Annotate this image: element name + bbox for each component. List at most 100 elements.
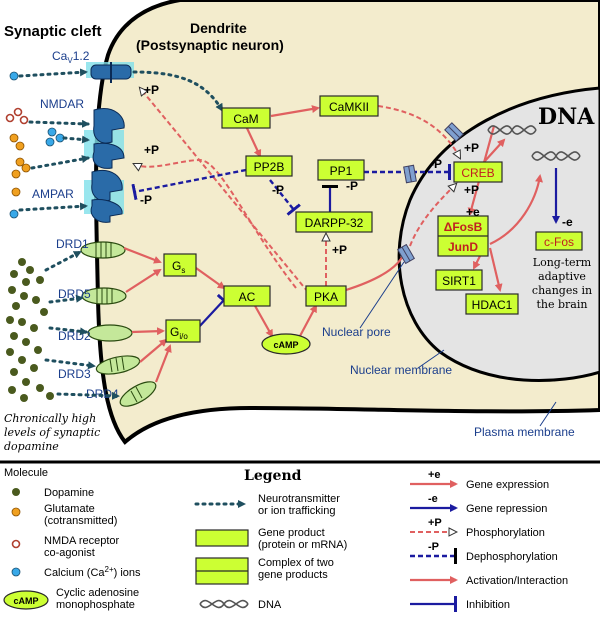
- svg-text:AC: AC: [239, 290, 256, 304]
- svg-text:+e: +e: [428, 469, 441, 481]
- node-cfos: c-Fos: [535, 231, 583, 251]
- svg-text:Cyclic adenosine: Cyclic adenosine: [56, 587, 139, 599]
- legend-phosphorylation: +P Phosphorylation: [410, 517, 545, 539]
- ampar-receptor: [84, 170, 124, 223]
- glutamate-molecules: [9, 133, 31, 197]
- synaptic-cleft-label: Synaptic cleft: [4, 23, 102, 40]
- drd4-receptor: [119, 381, 157, 407]
- svg-text:Long-term: Long-term: [533, 256, 592, 269]
- svg-text:Chronically high: Chronically high: [4, 412, 96, 425]
- svg-text:+P: +P: [428, 517, 442, 529]
- svg-text:+P: +P: [464, 183, 479, 197]
- svg-text:DARPP-32: DARPP-32: [305, 216, 364, 230]
- legend-gene-expression: +e Gene expression: [410, 469, 549, 491]
- chronic-dopamine-note: Chronically high levels of synaptic dopa…: [4, 412, 100, 453]
- nmdar-receptor: [84, 108, 125, 169]
- nucleus: [397, 86, 600, 383]
- node-fosb-jund-complex: ΔFosB JunD: [437, 215, 489, 257]
- cav-label: CaV1.2: [52, 49, 90, 65]
- dna-title: DNA: [538, 104, 595, 130]
- svg-text:-P: -P: [272, 183, 284, 197]
- svg-text:Calcium (Ca2+) ions: Calcium (Ca2+) ions: [44, 565, 141, 579]
- node-camkii: CaMKII: [319, 95, 379, 117]
- svg-text:+e: +e: [466, 205, 480, 219]
- svg-text:JunD: JunD: [448, 240, 478, 254]
- svg-text:changes in: changes in: [532, 284, 592, 297]
- drd3-receptor: [95, 355, 141, 375]
- svg-text:-P: -P: [346, 179, 358, 193]
- legend-complex: Complex of two gene products: [195, 557, 334, 585]
- node-pka: PKA: [305, 285, 347, 307]
- legend-dopamine: Dopamine: [12, 487, 94, 499]
- node-pp2b: PP2B: [245, 155, 293, 177]
- nmdar-label: NMDAR: [40, 97, 84, 111]
- svg-text:-P: -P: [140, 193, 152, 207]
- svg-text:co-agonist: co-agonist: [44, 547, 95, 559]
- svg-text:Phosphorylation: Phosphorylation: [466, 527, 545, 539]
- legend-calcium: Calcium (Ca2+) ions: [11, 565, 141, 579]
- legend-activation: Activation/Interaction: [410, 575, 568, 587]
- legend-trafficking: Neurotransmitter or ion trafficking: [194, 493, 340, 517]
- dopamine-molecules: [6, 258, 54, 402]
- node-darpp32: DARPP-32: [295, 211, 373, 233]
- drd5-receptor: [81, 287, 127, 305]
- svg-text:SIRT1: SIRT1: [442, 274, 476, 288]
- legend-glutamate: Glutamate (cotransmitted): [11, 503, 117, 527]
- svg-text:Gene expression: Gene expression: [466, 479, 549, 491]
- svg-text:the brain: the brain: [537, 298, 588, 311]
- node-gs: Gs: [163, 253, 197, 277]
- node-cam: CaM: [221, 107, 271, 129]
- drd1-label: DRD1: [56, 237, 89, 251]
- trafficking-arrows: [18, 68, 224, 400]
- svg-text:Neurotransmitter: Neurotransmitter: [258, 493, 340, 505]
- svg-text:HDAC1: HDAC1: [472, 298, 513, 312]
- drd2-receptor: [87, 324, 133, 342]
- svg-text:PP2B: PP2B: [254, 160, 285, 174]
- svg-text:PP1: PP1: [330, 164, 353, 178]
- svg-text:ΔFosB: ΔFosB: [444, 220, 483, 234]
- legend-camp: cAMP Cyclic adenosine monophosphate: [3, 587, 139, 611]
- svg-text:CaMKII: CaMKII: [329, 100, 369, 114]
- drd3-label: DRD3: [58, 367, 91, 381]
- long-term-note: Long-term adaptive changes in the brain: [532, 256, 592, 311]
- svg-text:dopamine: dopamine: [4, 440, 59, 453]
- legend-nmda-coagonist: NMDA receptor co-agonist: [11, 535, 120, 559]
- svg-text:Complex of two: Complex of two: [258, 557, 334, 569]
- node-hdac1: HDAC1: [465, 293, 519, 315]
- svg-text:Dopamine: Dopamine: [44, 487, 94, 499]
- svg-text:-e: -e: [562, 215, 573, 229]
- svg-text:cAMP: cAMP: [13, 596, 38, 606]
- node-camp: cAMP: [261, 333, 311, 355]
- postsynaptic-label: (Postsynaptic neuron): [136, 37, 284, 53]
- svg-text:adaptive: adaptive: [538, 270, 586, 283]
- plasma-membrane-label: Plasma membrane: [474, 425, 575, 439]
- legend-dephosphorylation: -P Dephosphorylation: [410, 541, 558, 564]
- legend-gene-product: Gene product (protein or mRNA): [195, 527, 347, 551]
- drd4-label: DRD4: [86, 387, 119, 401]
- svg-text:DNA: DNA: [258, 599, 282, 611]
- svg-text:-e: -e: [428, 493, 438, 505]
- legend-gene-repression: -e Gene repression: [410, 493, 547, 515]
- svg-text:gene products: gene products: [258, 569, 328, 581]
- nuclear-membrane-label: Nuclear membrane: [350, 363, 452, 377]
- svg-text:NMDA receptor: NMDA receptor: [44, 535, 120, 547]
- drd1-receptor: [80, 241, 126, 259]
- svg-text:Gene repression: Gene repression: [466, 503, 547, 515]
- edge-marks: +P +P -P -P -P +P -P +P +P +e -e: [140, 83, 573, 257]
- nmda-coagonist-molecules: [5, 107, 29, 125]
- svg-text:(protein or mRNA): (protein or mRNA): [258, 539, 347, 551]
- svg-text:Activation/Interaction: Activation/Interaction: [466, 575, 568, 587]
- svg-text:Gi/o: Gi/o: [170, 325, 188, 341]
- svg-text:Inhibition: Inhibition: [466, 599, 510, 611]
- svg-text:levels of synaptic: levels of synaptic: [4, 426, 100, 439]
- dendrite-label: Dendrite: [190, 20, 247, 36]
- node-creb: CREB: [453, 161, 503, 183]
- svg-text:c-Fos: c-Fos: [544, 235, 574, 249]
- ampar-label: AMPAR: [32, 187, 74, 201]
- node-ac: AC: [223, 285, 271, 307]
- legend-dna: DNA: [199, 599, 282, 611]
- svg-text:CREB: CREB: [461, 166, 494, 180]
- cav12-receptor: [86, 62, 134, 83]
- svg-text:Dephosphorylation: Dephosphorylation: [466, 551, 558, 563]
